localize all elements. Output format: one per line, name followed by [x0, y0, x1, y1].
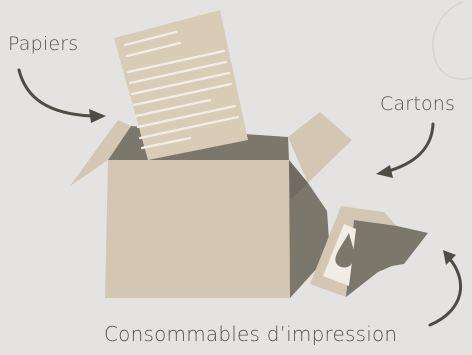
ink-cartridge-icon [310, 206, 428, 297]
arrow-cartons [385, 124, 433, 172]
label-consommables: Consommables d’impression [104, 322, 397, 346]
cartridge-side [346, 220, 428, 297]
label-cartons: Cartons [380, 93, 455, 115]
decorative-curve [433, 2, 472, 79]
label-papiers: Papiers [8, 33, 78, 55]
arrowhead-papiers [89, 109, 106, 123]
arrowhead-cartons [376, 165, 393, 178]
arrow-consommables [430, 258, 461, 325]
box-front-face [105, 160, 290, 298]
arrow-papiers [19, 70, 92, 116]
